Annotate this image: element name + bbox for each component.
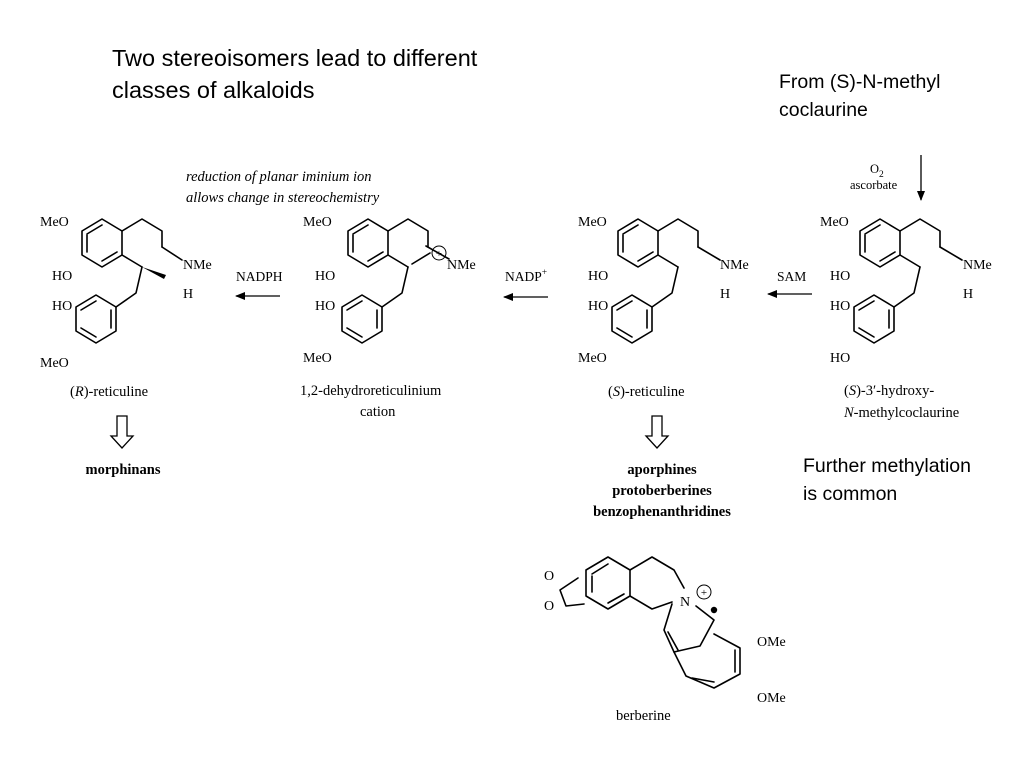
compound-name-line-1: 1,2-dehydroreticulinium <box>300 383 442 399</box>
ascorbate-label: ascorbate <box>850 178 898 192</box>
compound-r-reticuline: MeO HO NMe H HO MeO (R)-reticuline morph… <box>40 215 212 478</box>
meo-label: MeO <box>578 215 607 230</box>
ho-label: HO <box>588 269 608 284</box>
ho-label: HO <box>830 269 850 284</box>
meo-label: MeO <box>40 356 69 371</box>
nme-label: NMe <box>447 258 476 273</box>
ome-label: OMe <box>757 635 786 650</box>
callout-further-methylation-line-2: is common <box>803 483 898 505</box>
ho-label: HO <box>588 299 608 314</box>
h-label: H <box>183 287 193 302</box>
ho-label: HO <box>52 299 72 314</box>
compound-s-reticuline: MeO HO NMe H HO MeO (S)-reticuline aporp… <box>578 215 749 520</box>
nadp-step: NADP+ <box>503 268 548 301</box>
o-label: O <box>544 599 554 614</box>
wedge-bond <box>142 267 166 279</box>
meo-label: MeO <box>303 351 332 366</box>
meo-label: MeO <box>40 215 69 230</box>
ho-label: HO <box>315 299 335 314</box>
ome-label: OMe <box>757 691 786 706</box>
compound-s-hydroxy-methylcoclaurine: MeO HO NMe H HO HO (S)-3′-hydroxy- N-met… <box>820 215 992 421</box>
callout-from-coclaurine-line-1: From (S)-N-methyl <box>779 71 941 93</box>
nadph-label: NADPH <box>236 269 283 284</box>
nme-label: NMe <box>720 258 749 273</box>
compound-berberine: O O N + OMe OMe berberine <box>544 556 786 724</box>
callout-further-methylation: Further methylation is common <box>803 452 971 508</box>
nadph-step: NADPH <box>235 269 283 300</box>
nadp-label: NADP+ <box>505 268 547 284</box>
charge-label: + <box>436 248 442 260</box>
hollow-down-arrow-icon <box>644 415 670 449</box>
slide-title-line-2: classes of alkaloids <box>112 77 315 103</box>
ho-label: HO <box>315 269 335 284</box>
hollow-down-arrow-icon <box>109 415 135 449</box>
ho-label: HO <box>830 299 850 314</box>
h-label: H <box>720 287 730 302</box>
reduction-note-line-1: reduction of planar iminium ion <box>186 169 372 185</box>
nme-label: NMe <box>963 258 992 273</box>
product-aporphines: aporphines <box>627 462 697 478</box>
ho-label: HO <box>52 269 72 284</box>
callout-further-methylation-line-1: Further methylation <box>803 455 971 477</box>
sam-step: SAM <box>767 269 812 298</box>
product-benzophenanthridines: benzophenanthridines <box>593 504 731 520</box>
compound-dehydroreticulinium: MeO HO + NMe HO MeO 1,2-dehydroreticulin… <box>300 215 476 420</box>
positive-charge-icon <box>696 584 712 600</box>
meo-label: MeO <box>820 215 849 230</box>
compound-name: (R)-reticuline <box>70 384 148 400</box>
callout-from-coclaurine-line-2: coclaurine <box>779 99 868 121</box>
meo-label: MeO <box>578 351 607 366</box>
sam-label: SAM <box>777 269 806 284</box>
compound-name-line-2: N-methylcoclaurine <box>843 405 959 421</box>
o-label: O <box>544 569 554 584</box>
compound-name: (S)-reticuline <box>608 384 685 400</box>
compound-name-line-1: (S)-3′-hydroxy- <box>844 383 934 399</box>
product-protoberberines: protoberberines <box>612 483 712 499</box>
positive-charge-icon <box>431 245 447 261</box>
compound-name: berberine <box>616 708 671 724</box>
oxidation-step: O2 ascorbate <box>850 155 925 201</box>
product-morphinans: morphinans <box>86 462 161 478</box>
bond-dot-icon <box>710 606 718 614</box>
nme-label: NMe <box>183 258 212 273</box>
callout-from-coclaurine: From (S)-N-methyl coclaurine <box>779 68 940 124</box>
meo-label: MeO <box>303 215 332 230</box>
slide-title: Two stereoisomers lead to different clas… <box>112 42 552 106</box>
reduction-note-line-2: allows change in stereochemistry <box>186 190 380 206</box>
h-label: H <box>963 287 973 302</box>
o2-label: O2 <box>870 162 884 180</box>
compound-name-line-2: cation <box>360 404 396 420</box>
charge-label: + <box>701 587 707 599</box>
slide-title-line-1: Two stereoisomers lead to different <box>112 45 478 71</box>
n-label: N <box>680 595 690 610</box>
ho-label: HO <box>830 351 850 366</box>
